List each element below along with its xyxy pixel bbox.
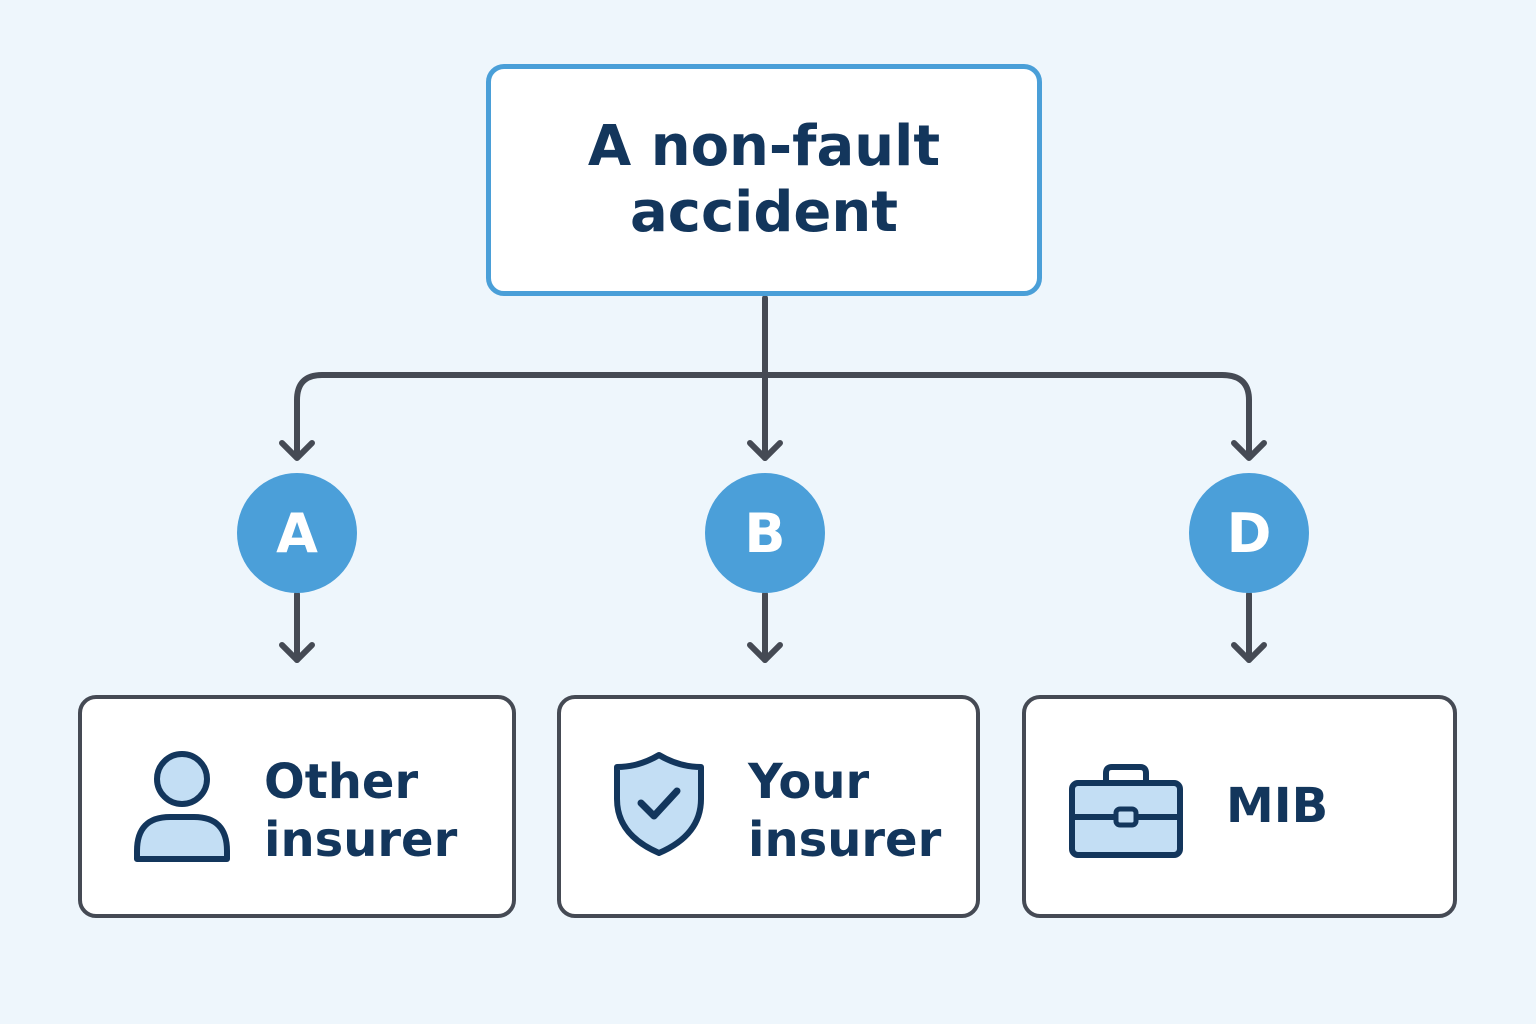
leaf-mib: MIB	[1022, 695, 1457, 918]
arrowhead-b	[747, 440, 783, 461]
arrowhead-d-leaf	[1231, 642, 1267, 663]
bus-connector	[294, 372, 1252, 459]
badge-a: A	[237, 473, 357, 593]
leaf-label-your-insurer: Your insurer	[748, 754, 942, 868]
briefcase-icon	[1069, 764, 1183, 858]
person-icon	[134, 751, 230, 862]
leaf-other-insurer: Other insurer	[78, 695, 516, 918]
leaf-label-other-insurer: Other insurer	[264, 754, 458, 868]
arrowhead-a-leaf	[279, 642, 315, 663]
badge-d: D	[1189, 473, 1309, 593]
arrowhead-a	[279, 440, 315, 461]
badge-b: B	[705, 473, 825, 593]
root-node: A non-fault accident	[486, 64, 1042, 296]
leaf-label-mib: MIB	[1226, 778, 1329, 834]
arrowhead-d	[1231, 440, 1267, 461]
shield-check-icon	[614, 752, 704, 856]
root-title: A non-fault accident	[587, 114, 941, 245]
arrowhead-b-leaf	[747, 642, 783, 663]
leaf-your-insurer: Your insurer	[557, 695, 980, 918]
